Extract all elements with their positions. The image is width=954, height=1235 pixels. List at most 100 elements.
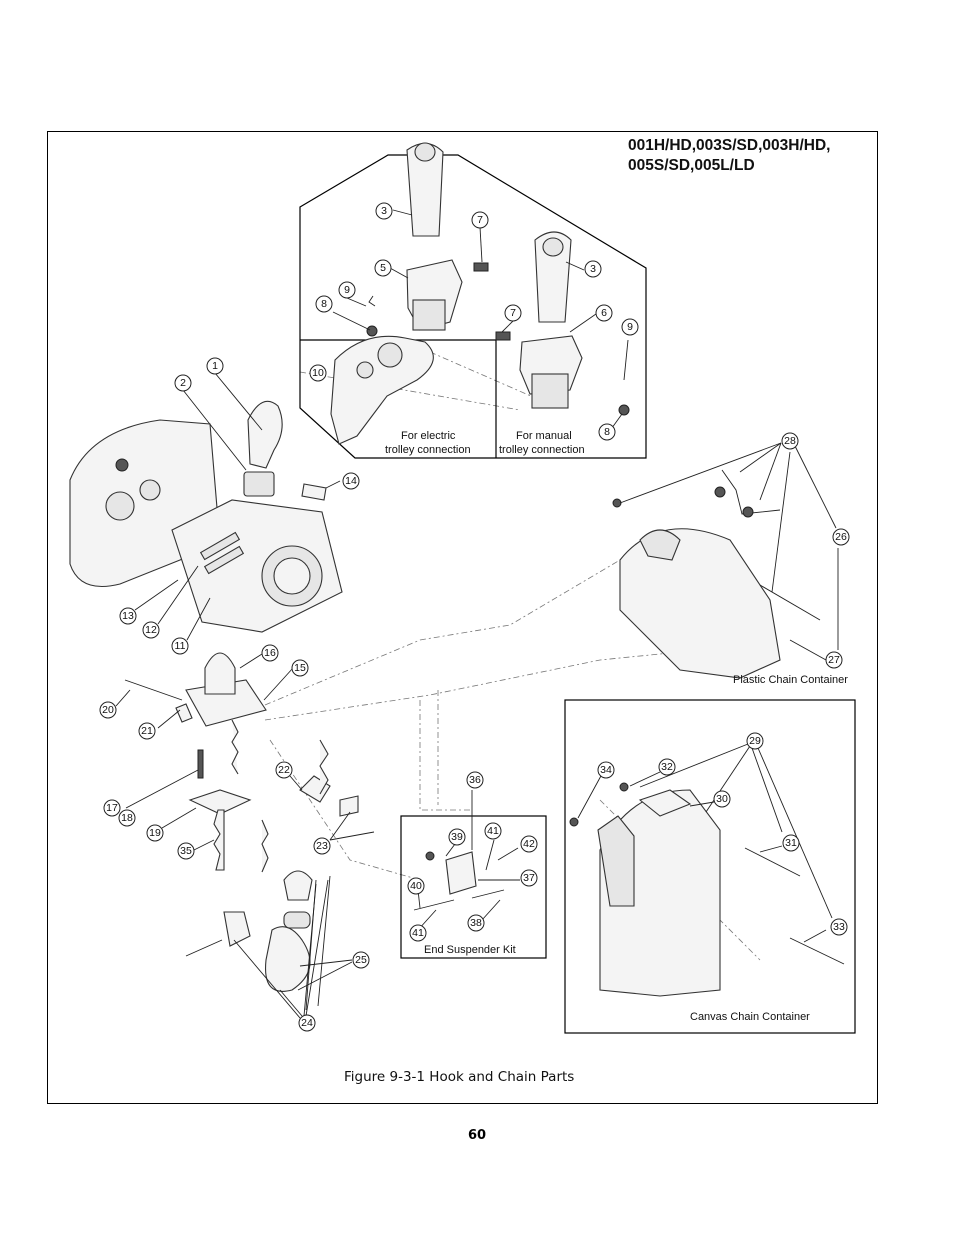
svg-text:11: 11	[175, 640, 186, 652]
callout-36: 36	[466, 771, 484, 789]
svg-text:26: 26	[835, 531, 847, 543]
callout-31: 31	[782, 834, 800, 852]
hook-and-chain-parts	[124, 652, 359, 1011]
callout-39: 39	[448, 828, 466, 846]
callout-34: 34	[597, 761, 615, 779]
svg-text:32: 32	[661, 761, 673, 773]
callout-25: 25	[352, 951, 370, 969]
figure-frame	[47, 131, 878, 1104]
svg-text:17: 17	[106, 802, 118, 814]
svg-text:14: 14	[345, 475, 357, 487]
svg-text:12: 12	[145, 624, 157, 636]
svg-text:36: 36	[469, 774, 481, 786]
svg-text:29: 29	[749, 735, 761, 747]
callout-20: 20	[99, 701, 117, 719]
svg-text:37: 37	[523, 872, 535, 884]
svg-text:6: 6	[601, 307, 607, 319]
inset-text-labels: For electric trolley connection For manu…	[385, 430, 848, 1023]
svg-text:40: 40	[410, 880, 422, 892]
callout-24: 24	[298, 1014, 316, 1032]
callout-30: 30	[713, 790, 731, 808]
callout-11: 11	[171, 637, 189, 655]
figure-caption: Figure 9-3-1 Hook and Chain Parts	[344, 1069, 575, 1085]
callout-2: 2	[174, 374, 192, 392]
svg-text:34: 34	[600, 764, 612, 776]
end-suspender-kit-inset	[400, 815, 547, 959]
callout-19: 19	[146, 824, 164, 842]
model-title-line-2: 005S/SD,005L/LD	[628, 157, 755, 174]
manual-label-1: For manual	[516, 430, 572, 442]
callout-17: 17	[103, 799, 121, 817]
svg-text:27: 27	[828, 654, 840, 666]
svg-text:3: 3	[590, 263, 596, 275]
callout-1: 1	[206, 357, 224, 375]
callout-7: 7	[504, 304, 522, 322]
svg-text:2: 2	[180, 377, 186, 389]
suspension-parts	[330, 142, 630, 445]
svg-text:5: 5	[380, 262, 386, 274]
callout-8: 8	[598, 423, 616, 441]
callout-27: 27	[825, 651, 843, 669]
svg-text:13: 13	[122, 610, 134, 622]
callout-41: 41	[409, 924, 427, 942]
callout-38: 38	[467, 914, 485, 932]
callout-35: 35	[177, 842, 195, 860]
svg-text:20: 20	[102, 704, 114, 716]
svg-text:22: 22	[278, 764, 290, 776]
callout-16: 16	[261, 644, 279, 662]
callout-41: 41	[484, 822, 502, 840]
callout-3: 3	[375, 202, 393, 220]
callout-9: 9	[338, 281, 356, 299]
callout-18: 18	[118, 809, 136, 827]
svg-text:24: 24	[301, 1017, 313, 1029]
svg-text:7: 7	[477, 214, 483, 226]
callout-32: 32	[658, 758, 676, 776]
svg-text:21: 21	[141, 725, 153, 737]
svg-text:9: 9	[344, 284, 350, 296]
hoist-body	[69, 400, 343, 633]
svg-text:33: 33	[833, 921, 845, 933]
svg-text:10: 10	[312, 367, 324, 379]
callout-7: 7	[471, 211, 489, 229]
svg-text:25: 25	[355, 954, 367, 966]
callout-29: 29	[746, 732, 764, 750]
model-title: 001H/HD,003S/SD,003H/HD, 005S/SD,005L/LD	[628, 136, 878, 176]
svg-text:9: 9	[627, 321, 633, 333]
callout-8: 8	[315, 295, 333, 313]
callout-14: 14	[342, 472, 360, 490]
page-number: 60	[467, 1128, 487, 1143]
svg-text:41: 41	[487, 825, 499, 837]
callout-37: 37	[520, 869, 538, 887]
callout-42: 42	[520, 835, 538, 853]
svg-text:18: 18	[121, 812, 133, 824]
callout-28: 28	[781, 432, 799, 450]
svg-text:38: 38	[470, 917, 482, 929]
canvas-container-label: Canvas Chain Container	[690, 1011, 810, 1023]
svg-text:28: 28	[784, 435, 796, 447]
svg-text:23: 23	[316, 840, 328, 852]
svg-text:3: 3	[381, 205, 387, 217]
svg-text:35: 35	[180, 845, 192, 857]
callout-3: 3	[584, 260, 602, 278]
svg-text:31: 31	[785, 837, 797, 849]
svg-text:39: 39	[451, 831, 463, 843]
callout-9: 9	[621, 318, 639, 336]
electric-label-2: trolley connection	[385, 444, 471, 456]
svg-text:19: 19	[149, 827, 161, 839]
svg-text:30: 30	[716, 793, 728, 805]
svg-text:15: 15	[294, 662, 306, 674]
manual-label-2: trolley connection	[499, 444, 585, 456]
plastic-container-label: Plastic Chain Container	[733, 674, 848, 686]
canvas-chain-container-inset	[564, 699, 856, 1034]
callout-10: 10	[309, 364, 327, 382]
callout-23: 23	[313, 837, 331, 855]
electric-label-1: For electric	[401, 430, 456, 442]
callout-5: 5	[374, 259, 392, 277]
callout-33: 33	[830, 918, 848, 936]
svg-text:7: 7	[510, 307, 516, 319]
callout-26: 26	[832, 528, 850, 546]
svg-text:42: 42	[523, 838, 535, 850]
svg-text:1: 1	[212, 360, 218, 372]
callout-40: 40	[407, 877, 425, 895]
